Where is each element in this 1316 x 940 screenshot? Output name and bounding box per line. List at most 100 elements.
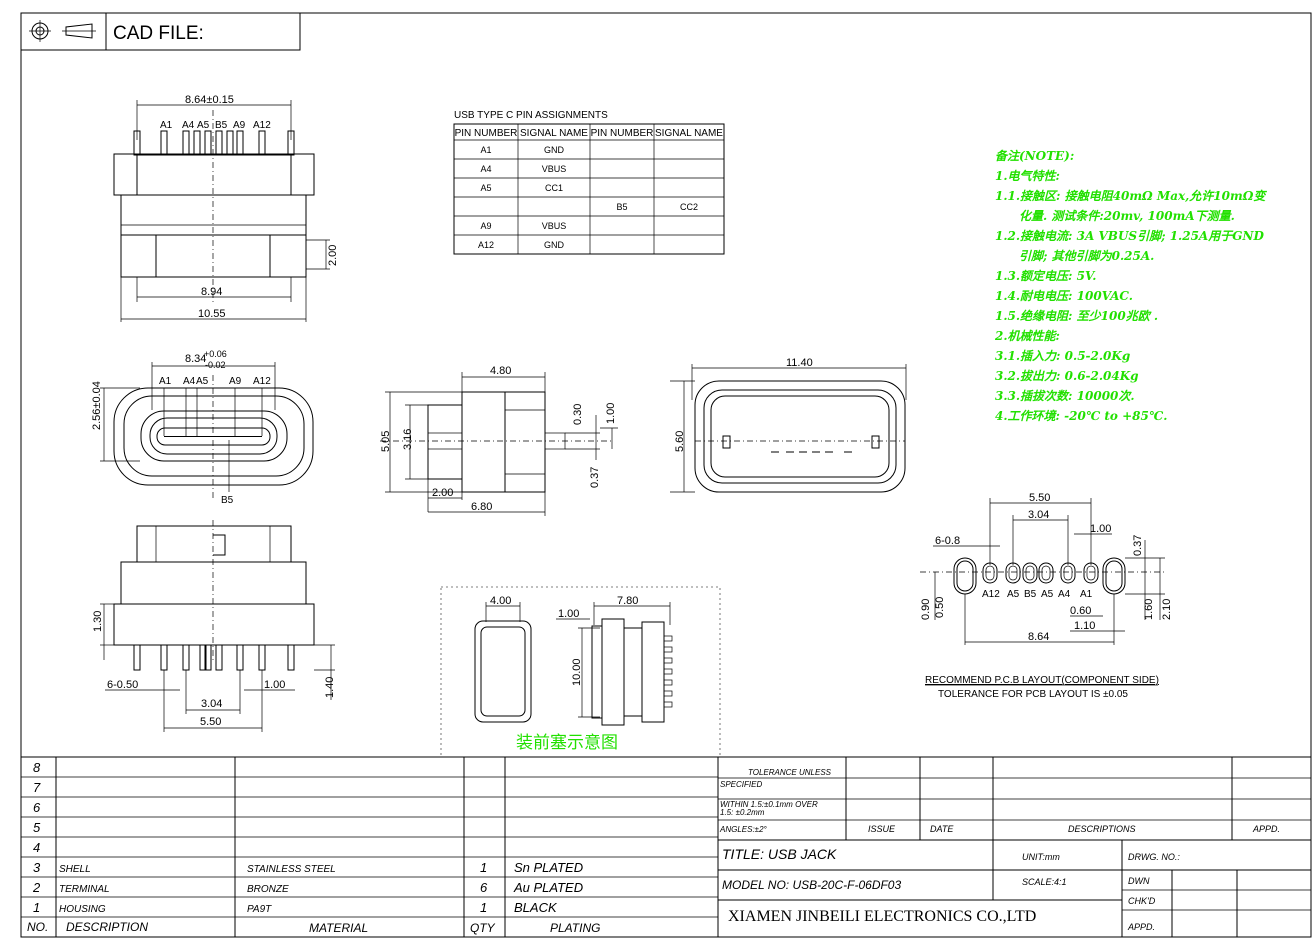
- note-line: 3.2.拔出力: 0.6-2.04Kg: [995, 369, 1139, 383]
- drawing-title: TITLE: USB JACK: [722, 846, 837, 862]
- pin-table-header: SIGNAL NAME: [520, 128, 588, 139]
- bottom-pin: [215, 644, 223, 671]
- pcb-hole-inner: [1008, 565, 1018, 581]
- bottom-pin: [160, 644, 168, 671]
- pcb-pin-label: A5: [1007, 589, 1020, 600]
- part-qty: 1: [480, 860, 487, 875]
- pcb-span-dim: 8.64: [1028, 631, 1049, 643]
- top-pin-label: B5: [215, 120, 228, 131]
- side-offset-dim: 2.00: [432, 487, 453, 499]
- pcb-inner-dim: 3.04: [1028, 509, 1049, 521]
- pcb-hole-inner: [1041, 565, 1051, 581]
- pin-table-frame: [453, 123, 725, 255]
- top-pin: [160, 130, 168, 156]
- pin-table-cell: A1: [480, 145, 491, 155]
- front-width-tol-lower: -0.02: [205, 360, 226, 370]
- note-line: 1.4.耐电电压: 100VAC.: [995, 289, 1133, 303]
- side-view: 4.80 5.05 3.16 2.00 6.80 0.30 1.00 0.37: [380, 365, 618, 516]
- front-height-dim: 2.56±0.04: [91, 381, 103, 430]
- part-qty: 6: [480, 880, 488, 895]
- bottom-pin: [236, 644, 244, 671]
- pin-table-cell: GND: [544, 240, 565, 250]
- bottom-height-dim: 1.30: [92, 611, 104, 632]
- top-pin: [193, 130, 201, 156]
- pcb-w2-dim: 0.50: [934, 597, 946, 618]
- note-line: 备注(NOTE):: [995, 149, 1074, 163]
- cad-file-label: CAD FILE:: [113, 23, 204, 44]
- pin-table-cell: A12: [478, 240, 494, 250]
- rev-descriptions-header: DESCRIPTIONS: [1068, 824, 1136, 834]
- pcb-w3-dim: 0.60: [1070, 605, 1091, 617]
- top-inner-width-dim: 8.94: [201, 286, 222, 298]
- top-pin: [226, 130, 234, 156]
- sheet-border: [20, 12, 1312, 938]
- plug-pin: [663, 701, 673, 708]
- pcb-h2-dim: 1.60: [1143, 599, 1155, 620]
- pin-table-header: PIN NUMBER: [591, 128, 654, 139]
- note-line: 1.电气特性:: [995, 169, 1060, 183]
- row-number: 6: [33, 800, 41, 815]
- bottom-view: 1.30 1.40 6-0.50 1.00 3.04 5.50: [92, 520, 336, 732]
- part-description: SHELL: [59, 864, 91, 875]
- top-pin-label: A9: [233, 120, 246, 131]
- pin-table-cell: A4: [480, 164, 491, 174]
- bottom-outer-dim: 5.50: [200, 716, 221, 728]
- side-total-dim: 6.80: [471, 501, 492, 513]
- pcb-outer-dim: 5.50: [1029, 492, 1050, 504]
- end-height-dim: 5.60: [674, 431, 686, 452]
- side-pin-thick-dim: 0.30: [572, 404, 584, 425]
- note-line: 引脚; 其他引脚为0.25A.: [1019, 249, 1154, 263]
- pin-table-title: USB TYPE C PIN ASSIGNMENTS: [454, 110, 608, 121]
- pin-table-cell: CC1: [545, 183, 563, 193]
- front-pin-label: A12: [253, 376, 271, 387]
- note-line: 3.1.插入力: 0.5-2.0Kg: [995, 349, 1130, 363]
- pin-table-header: SIGNAL NAME: [655, 128, 723, 139]
- front-pin-b5-label: B5: [221, 495, 234, 506]
- plug-pin: [663, 668, 673, 675]
- top-outer-width-dim: 10.55: [198, 308, 226, 320]
- note-line: 1.2.接触电流: 3A VBUS引脚; 1.25A用于GND: [995, 229, 1264, 243]
- plug-height-dim: 10.00: [571, 658, 583, 686]
- top-pin-label: A5: [197, 120, 210, 131]
- note-line: 1.3.额定电压: 5V.: [995, 269, 1096, 283]
- pin-table-cell: CC2: [680, 202, 698, 212]
- top-width-dim: 8.64±0.15: [185, 94, 234, 106]
- pcb-w4-dim: 1.10: [1074, 620, 1095, 632]
- top-pin: [215, 130, 223, 156]
- top-pin-label: A4: [182, 120, 195, 131]
- note-line: 4.工作环境: -20℃ to +85℃.: [995, 409, 1167, 423]
- plug-caption: 装前塞示意图: [516, 733, 618, 753]
- part-plating: BLACK: [514, 900, 558, 915]
- pcb-pin-label: A1: [1080, 589, 1093, 600]
- part-material: BRONZE: [247, 884, 289, 895]
- part-description: TERMINAL: [59, 884, 110, 895]
- pcb-holes-dim: 6-0.8: [935, 535, 960, 547]
- note-line: 化量. 测试条件:20mv, 100mA下测量.: [1019, 209, 1235, 223]
- row-number: 7: [33, 780, 41, 795]
- pcb-hole-inner: [1025, 565, 1035, 581]
- top-pin-label: A1: [160, 120, 173, 131]
- plug-width-dim: 4.00: [490, 595, 511, 607]
- rev-issue-header: ISSUE: [868, 824, 896, 834]
- pin-table-cell: VBUS: [542, 164, 567, 174]
- bottom-inner-dim: 3.04: [201, 698, 222, 710]
- pcb-hole: [1038, 562, 1054, 584]
- bottom-pin: [182, 644, 190, 671]
- note-line: 1.1.接触区: 接触电阻40mΩ Max,允许10mΩ变: [995, 189, 1267, 203]
- pcb-hole-inner: [1063, 565, 1073, 581]
- bottom-pin: [258, 644, 266, 671]
- note-line: 3.3.插拔次数: 10000次.: [995, 389, 1135, 403]
- front-width-tol-upper: +0.06: [204, 349, 227, 359]
- note-line: 2.机械性能:: [994, 329, 1060, 343]
- front-pin-label: A5: [196, 376, 209, 387]
- col-qty-header: QTY: [470, 921, 496, 935]
- plug-view: 4.00 1.00 7.80 10.00 装前塞示意图: [440, 586, 721, 758]
- row-number: 2: [32, 880, 41, 895]
- pcb-pin-label: A12: [982, 589, 1000, 600]
- plug-pin: [663, 679, 673, 686]
- col-plating-header: PLATING: [550, 921, 600, 935]
